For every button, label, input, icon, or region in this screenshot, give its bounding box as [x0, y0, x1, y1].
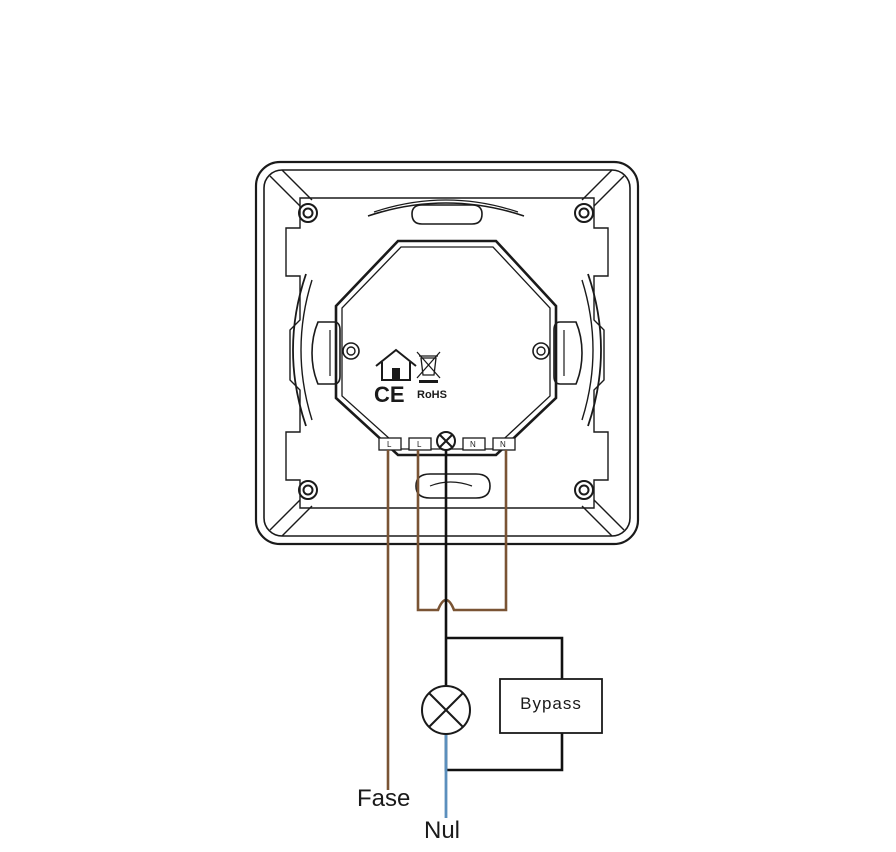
terminal-n1: N [462, 437, 486, 451]
house-icon [375, 348, 417, 381]
lamp-symbol-icon [421, 685, 471, 735]
screw-hole-top-right [574, 203, 594, 223]
terminal-load-icon [436, 431, 456, 451]
module-screw-right [532, 342, 550, 360]
svg-text:N: N [470, 440, 476, 449]
rohs-mark: RoHS [417, 389, 447, 401]
fase-label: Fase [357, 785, 410, 812]
screw-hole-top-left [298, 203, 318, 223]
svg-text:L: L [387, 440, 392, 449]
screw-hole-bottom-right [574, 480, 594, 500]
svg-text:L: L [417, 440, 422, 449]
module-screw-left [342, 342, 360, 360]
dimmer-module [334, 239, 558, 457]
wiring [386, 450, 564, 818]
screw-hole-bottom-left [298, 480, 318, 500]
terminal-block: L L N N [378, 431, 516, 451]
nul-label: Nul [424, 817, 460, 844]
svg-text:N: N [500, 440, 506, 449]
bypass-box: Bypass [499, 678, 603, 734]
weee-bin-icon [416, 351, 441, 383]
terminal-l2: L [408, 437, 432, 451]
ce-mark: CE [374, 382, 405, 407]
terminal-n2: N [492, 437, 516, 451]
terminal-l1: L [378, 437, 402, 451]
bypass-label: Bypass [520, 694, 582, 713]
